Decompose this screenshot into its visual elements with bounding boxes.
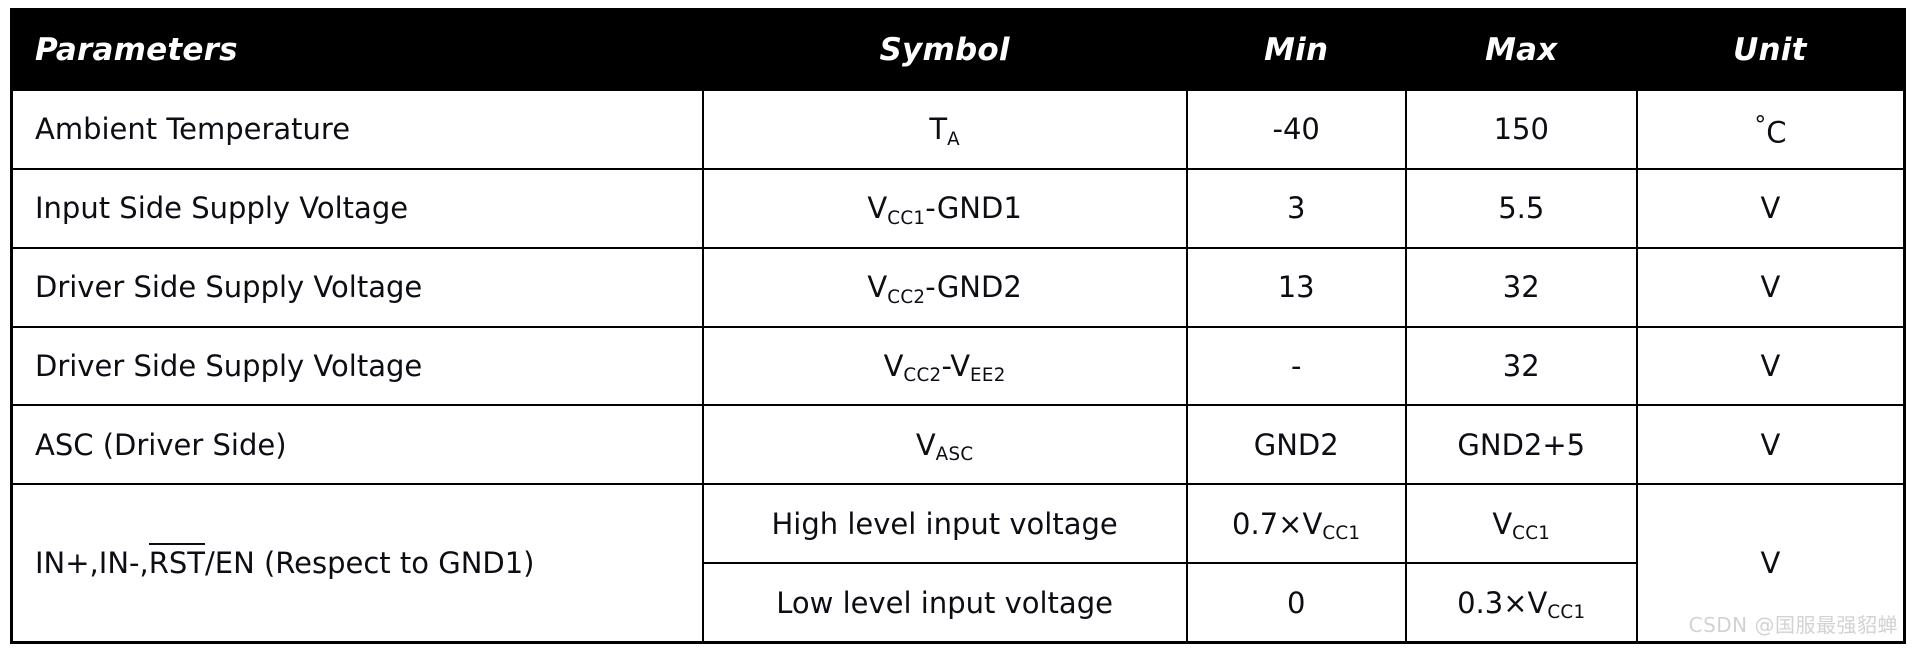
cell-unit-input-group: V xyxy=(1635,483,1906,644)
cell-symbol-low-level: Low level input voltage xyxy=(701,562,1188,644)
cell-max-low-level: 0.3×VCC1 xyxy=(1404,562,1638,644)
min-value: 0 xyxy=(1286,585,1306,620)
max-subscript: CC1 xyxy=(1547,602,1586,623)
cell-unit: V xyxy=(1635,325,1906,407)
cell-parameter: Input Side Supply Voltage xyxy=(10,167,704,249)
cell-symbol: TA xyxy=(701,89,1188,170)
symbol-tail-subscript: EE2 xyxy=(970,365,1006,387)
symbol-base: V xyxy=(867,191,888,226)
cell-parameter: Driver Side Supply Voltage xyxy=(10,325,704,407)
cell-symbol: VCC1-GND1 xyxy=(701,167,1188,249)
table-row: Driver Side Supply Voltage VCC2-GND2 13 … xyxy=(10,246,1906,328)
param-overlined-rst: RST xyxy=(148,543,205,581)
column-header-min: Min xyxy=(1186,9,1406,90)
cell-min: GND2 xyxy=(1185,404,1407,486)
symbol-subscript: CC2 xyxy=(887,286,926,308)
cell-parameter: Driver Side Supply Voltage xyxy=(10,246,704,328)
cell-max-high-level: VCC1 xyxy=(1404,483,1638,565)
symbol-base: T xyxy=(929,112,948,147)
symbol-subscript: CC1 xyxy=(887,207,926,229)
symbol-base: V xyxy=(883,348,904,383)
max-value: V xyxy=(1492,506,1513,541)
column-header-unit: Unit xyxy=(1636,9,1905,90)
cell-max: 32 xyxy=(1404,246,1638,328)
cell-unit: V xyxy=(1635,404,1906,486)
symbol-subscript: A xyxy=(947,128,960,150)
cell-unit: V xyxy=(1635,246,1906,328)
symbol-tail: -GND1 xyxy=(925,191,1022,226)
cell-min: 3 xyxy=(1185,167,1407,249)
table-body: Ambient Temperature TA -40 150 °C Input … xyxy=(10,89,1906,644)
param-suffix: /EN (Respect to GND1) xyxy=(204,546,535,581)
max-value: 0.3×V xyxy=(1457,585,1548,620)
param-prefix: IN+,IN-, xyxy=(35,546,149,581)
cell-symbol: VASC xyxy=(701,404,1188,486)
cell-min-high-level: 0.7×VCC1 xyxy=(1185,483,1407,565)
table-row: IN+,IN-,RST/EN (Respect to GND1) High le… xyxy=(10,483,1906,644)
cell-min-low-level: 0 xyxy=(1185,562,1407,644)
min-value: 0.7×V xyxy=(1232,506,1323,541)
max-subscript: CC1 xyxy=(1512,523,1551,545)
cell-parameter-input-group: IN+,IN-,RST/EN (Respect to GND1) xyxy=(10,483,704,644)
table-row: Input Side Supply Voltage VCC1-GND1 3 5.… xyxy=(10,167,1906,249)
cell-symbol-high-level: High level input voltage xyxy=(701,483,1188,565)
table-row: Ambient Temperature TA -40 150 °C xyxy=(10,89,1906,170)
cell-parameter: ASC (Driver Side) xyxy=(10,404,704,486)
cell-max: 150 xyxy=(1404,89,1638,170)
min-subscript: CC1 xyxy=(1322,523,1361,545)
column-header-max: Max xyxy=(1405,9,1637,90)
table-row: Low level input voltage 0 0.3×VCC1 xyxy=(12,562,1905,644)
column-header-parameters: Parameters xyxy=(11,9,703,90)
cell-max: 5.5 xyxy=(1404,167,1638,249)
cell-unit: °C xyxy=(1635,89,1906,170)
cell-min: -40 xyxy=(1185,89,1407,170)
symbol-tail: -GND2 xyxy=(925,270,1022,305)
table-row: Driver Side Supply Voltage VCC2-VEE2 - 3… xyxy=(10,325,1906,407)
symbol-base: V xyxy=(867,270,888,305)
cell-parameter: Ambient Temperature xyxy=(10,89,704,170)
table-row: ASC (Driver Side) VASC GND2 GND2+5 V xyxy=(10,404,1906,486)
cell-max: 32 xyxy=(1404,325,1638,407)
degree-symbol: ° xyxy=(1754,111,1767,140)
column-header-symbol: Symbol xyxy=(702,9,1187,90)
cell-unit: V xyxy=(1635,167,1906,249)
cell-symbol: VCC2-GND2 xyxy=(701,246,1188,328)
cell-min: 13 xyxy=(1185,246,1407,328)
header-row: Parameters Symbol Min Max Unit xyxy=(11,9,1905,90)
symbol-subscript: CC2 xyxy=(903,365,942,387)
symbol-subscript: ASC xyxy=(935,444,974,466)
cell-symbol: VCC2-VEE2 xyxy=(701,325,1188,407)
cell-min: - xyxy=(1185,325,1407,407)
symbol-base: V xyxy=(915,427,936,462)
cell-max: GND2+5 xyxy=(1404,404,1638,486)
absolute-maximum-ratings-table: Parameters Symbol Min Max Unit Ambient T… xyxy=(10,8,1906,644)
table-header: Parameters Symbol Min Max Unit xyxy=(11,9,1905,90)
symbol-tail: -V xyxy=(941,348,971,383)
